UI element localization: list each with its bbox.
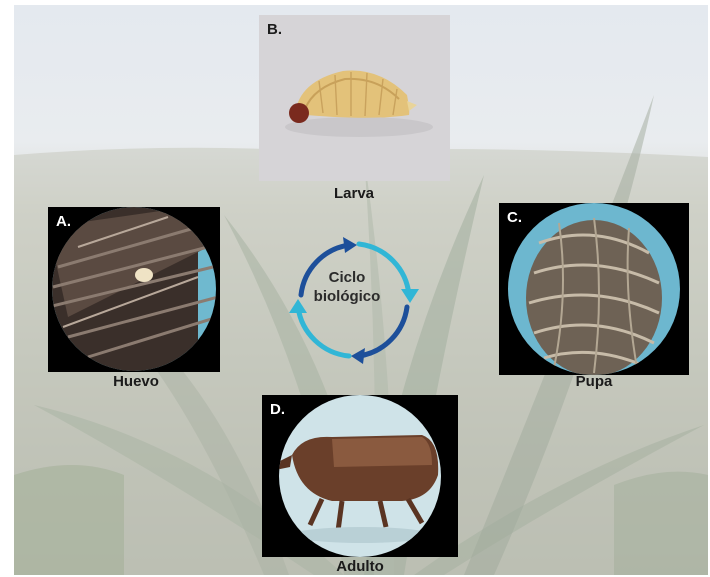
arrow-dark-bottom xyxy=(359,307,407,356)
pupa-caption: Pupa xyxy=(534,373,654,390)
cycle-label: Ciclo biológico xyxy=(287,268,407,306)
egg-photo: A. xyxy=(48,207,220,372)
adult-letter: D. xyxy=(270,401,285,418)
egg-letter: A. xyxy=(56,213,71,230)
arrowhead-bottom xyxy=(351,348,365,364)
cycle-label-line2: biológico xyxy=(287,287,407,306)
adult-photo: D. xyxy=(262,395,458,557)
egg-caption: Huevo xyxy=(76,373,196,390)
adult-caption: Adulto xyxy=(300,558,420,575)
arrow-cyan-left xyxy=(298,307,349,356)
larva-caption: Larva xyxy=(294,185,414,202)
larva-letter: B. xyxy=(267,21,282,38)
arrowhead-top xyxy=(343,237,357,253)
pupa-photo: C. xyxy=(499,203,689,375)
larva-photo: B. xyxy=(259,15,450,181)
pupa-letter: C. xyxy=(507,209,522,226)
cycle-label-line1: Ciclo xyxy=(287,268,407,287)
